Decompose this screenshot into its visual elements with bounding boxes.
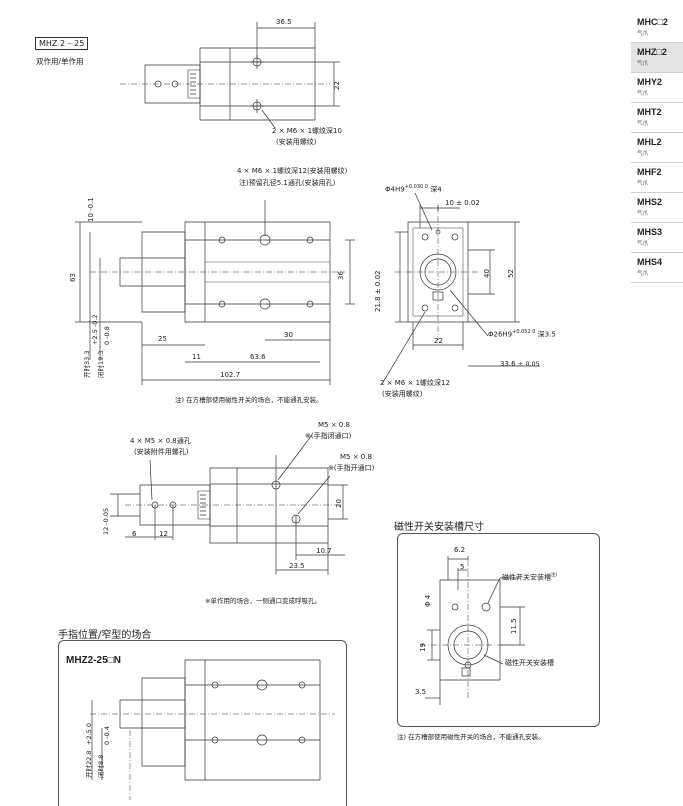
bore-spec: Φ26H9+0.052 0 深3.5	[488, 329, 556, 339]
port-1-spec: M5 × 0.8	[318, 421, 350, 429]
dim-6-2: 6.2	[454, 546, 466, 554]
model-label: MHZ 2 – 25	[35, 37, 89, 50]
dim-33-6: 33.6 ± 0.05	[500, 360, 540, 368]
narrow-close-label: 闭时8.8	[97, 754, 105, 778]
switch-slot-label: 磁性开关安装槽	[505, 659, 554, 667]
switch-slot-note: 注) 在方槽部使用磁性开关的场合，不能通孔安装。	[397, 733, 545, 741]
dim-36-5: 36.5	[276, 18, 292, 26]
dim-3-5: 3.5	[415, 688, 427, 696]
dim-5: 5	[460, 563, 465, 571]
dim-10-7: 10.7	[316, 547, 332, 555]
action-type-subtitle: 双作用/单作用	[36, 57, 84, 66]
port-callout-line2: (安装附件用螺孔)	[134, 448, 189, 456]
narrow-section-title: 手指位置/窄型的场合	[58, 630, 152, 641]
dim-6: 6	[132, 530, 137, 538]
right-callout-line2: (安装用螺纹)	[382, 390, 423, 398]
front-view-note: 注) 在方槽部使用磁性开关的场合，不能通孔安装。	[175, 396, 323, 404]
narrow-open-tol: +2.5 0	[85, 723, 93, 745]
port-view-note: ※单作用的场合，一侧通口变成呼吸孔。	[205, 597, 321, 605]
port-callout-line1: 4 × M5 × 0.8通孔	[130, 437, 191, 445]
switch-slot-note-label: 磁性开关安装槽注)	[502, 573, 558, 582]
port-2-desc: ※(手指开通口)	[328, 464, 375, 472]
top-callout-line2: (安装用螺纹)	[276, 138, 317, 146]
narrow-model-label: MHZ2-25□N	[66, 655, 121, 666]
right-callout-line1: 2 × M6 × 1螺纹深12	[380, 379, 450, 387]
port-2-spec: M5 × 0.8	[340, 453, 372, 461]
pin-hole-spec: Φ4H9+0.030 0 深4	[385, 184, 442, 194]
front-callout-line2: 注)预留孔径5.1通孔(安装用孔)	[239, 179, 336, 187]
top-callout-line1: 2 × M6 × 1螺纹深10	[272, 127, 342, 135]
narrow-section-frame	[58, 640, 347, 806]
dim-22-right: 22	[434, 337, 443, 345]
switch-slot-frame	[397, 533, 600, 727]
dim-25: 25	[158, 335, 167, 343]
dim-23-5: 23.5	[289, 562, 305, 570]
dim-102-7: 102.7	[220, 371, 241, 379]
dim-10-pm: 10 ± 0.02	[445, 199, 480, 207]
dim-30: 30	[284, 331, 293, 339]
dim-63-6: 63.6	[250, 353, 266, 361]
front-callout-line1: 4 × M6 × 1螺纹深12(安装用螺纹)	[237, 167, 348, 175]
dim-11: 11	[192, 353, 201, 361]
narrow-close-tol: 0 -0.4	[103, 726, 111, 745]
dim-12: 12	[159, 530, 168, 538]
switch-slot-title: 磁性开关安装槽尺寸	[394, 522, 484, 533]
narrow-open-label: 开时22.8	[85, 750, 93, 778]
port-1-desc: ※(手指闭通口)	[305, 432, 352, 440]
